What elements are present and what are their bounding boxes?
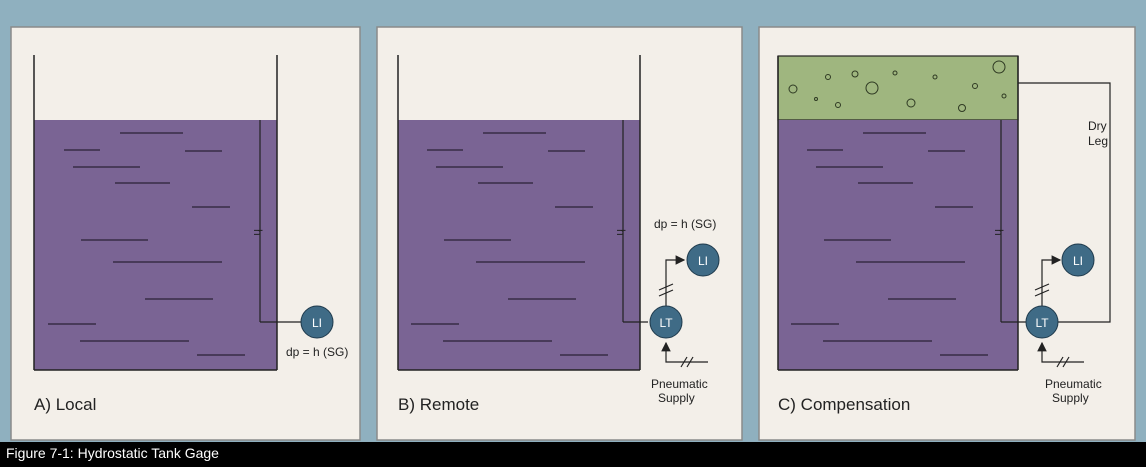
panel-c-signal-hatch-2 — [1034, 289, 1050, 297]
panel-b-signal-hatch-2 — [658, 289, 674, 297]
panel-c-vapor — [777, 55, 1019, 121]
panel-b-supply-hatch-2 — [686, 356, 694, 368]
panel-c-dry-leg-label-1: Dry — [1088, 119, 1107, 133]
panel-a-title: A) Local — [34, 395, 96, 414]
panel-b-signal-line — [665, 255, 686, 306]
panel-c-transmitter-circle — [1025, 305, 1059, 339]
panel-a-height-label: h — [251, 229, 265, 236]
caption-bar — [0, 442, 1146, 467]
panel-b-supply-hatch-1 — [680, 356, 688, 368]
panel-c-signal-hatch-1 — [1034, 283, 1050, 291]
panel-b-indicator-circle — [686, 243, 720, 277]
panel-c-vapor-bubbles — [788, 60, 1007, 112]
panel-c-supply-label-1: Pneumatic — [1045, 377, 1102, 391]
panel-b-supply-label-1: Pneumatic — [651, 377, 708, 391]
panel-c-supply-hatch-1 — [1056, 356, 1064, 368]
panel-c-transmitter-label: LT — [1035, 316, 1049, 330]
panel-a-indicator-circle — [300, 305, 334, 339]
panel-local: h LI dp = h (SG) A) Local — [10, 26, 361, 441]
panel-b-height-label: h — [614, 229, 628, 236]
panel-remote: h LI dp = h (SG) LT Pneumatic Supply B) … — [376, 26, 743, 441]
panel-c-dry-leg-label-2: Leg — [1088, 134, 1108, 148]
panel-a-equation: dp = h (SG) — [286, 345, 348, 359]
panel-b-equation: dp = h (SG) — [654, 217, 716, 231]
panel-c-dry-leg-line — [1018, 82, 1111, 323]
panel-c-supply-hatch-2 — [1062, 356, 1070, 368]
panel-a-liquid-ripples — [48, 132, 245, 356]
panel-b-supply-label-2: Supply — [658, 391, 695, 405]
panel-b-liquid-ripples — [411, 132, 608, 356]
panel-c-indicator-label: LI — [1073, 254, 1083, 268]
panel-c-height-label: h — [992, 229, 1006, 236]
figure-caption: Figure 7-1: Hydrostatic Tank Gage — [6, 445, 219, 461]
panel-b-transmitter-label: LT — [659, 316, 673, 330]
panel-b-indicator-label: LI — [698, 254, 708, 268]
panel-b-signal-hatch-1 — [658, 283, 674, 291]
panel-compensation: h Dry Leg LI LT Pneumatic Supply C) Comp… — [758, 26, 1136, 441]
panel-c-title: C) Compensation — [778, 395, 910, 414]
panel-a-liquid — [34, 120, 277, 370]
panel-c-signal-line — [1041, 255, 1062, 306]
panel-b-supply-line — [661, 341, 708, 363]
panel-c-liquid-ripples — [791, 132, 988, 356]
panel-b-title: B) Remote — [398, 395, 479, 414]
panel-c-supply-label-2: Supply — [1052, 391, 1089, 405]
panel-a-indicator-label: LI — [312, 316, 322, 330]
panel-c-supply-line — [1037, 341, 1084, 363]
panel-c-liquid — [778, 120, 1018, 370]
panel-b-liquid — [398, 120, 640, 370]
panel-c-indicator-circle — [1061, 243, 1095, 277]
panel-b-transmitter-circle — [649, 305, 683, 339]
